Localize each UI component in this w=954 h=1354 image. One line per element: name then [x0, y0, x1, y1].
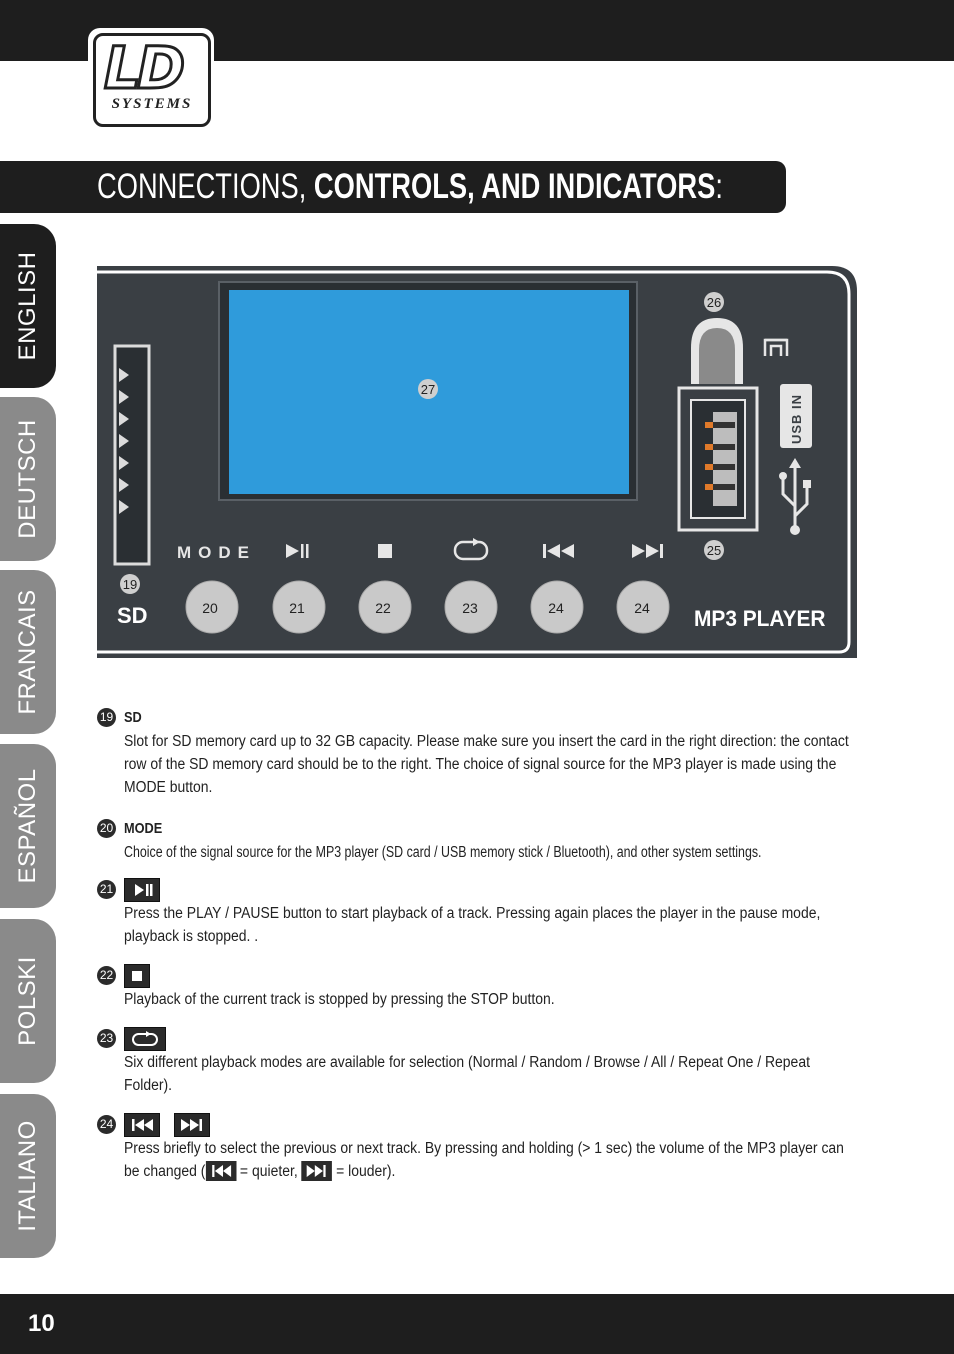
item-number: 22: [97, 966, 116, 985]
bottom-bar: [0, 1294, 954, 1354]
button-number: 21: [289, 600, 305, 616]
control-descriptions: 19 SD Slot for SD memory card up to 32 G…: [97, 706, 867, 1197]
item-text: Choice of the signal source for the MP3 …: [124, 844, 762, 861]
tab-deutsch[interactable]: DEUTSCH: [0, 397, 56, 561]
next-icon: [301, 1160, 333, 1181]
play-pause-icon: [124, 878, 160, 903]
item-number: 19: [97, 708, 116, 727]
item-text: Press the PLAY / PAUSE button to start p…: [124, 905, 821, 945]
tab-espanol[interactable]: ESPAÑOL: [0, 744, 56, 908]
list-item: 19 SD Slot for SD memory card up to 32 G…: [97, 706, 867, 799]
svg-text:26: 26: [707, 295, 721, 310]
item-title: SD: [124, 709, 142, 726]
button-number: 24: [548, 600, 564, 616]
repeat-icon: [124, 1027, 166, 1052]
stop-icon: [124, 964, 150, 989]
item-number: 24: [97, 1115, 116, 1134]
svg-text:25: 25: [707, 543, 721, 558]
usb-symbol-icon: [781, 466, 809, 528]
next-panel-icon: [632, 544, 663, 558]
page-number: 10: [28, 1310, 55, 1337]
panel-buttons: [185, 580, 670, 634]
item-text: Six different playback modes are availab…: [124, 1054, 810, 1094]
usb-port-symbol-icon: [763, 338, 789, 356]
usb-in-label-box: [780, 384, 812, 448]
item-number: 23: [97, 1029, 116, 1048]
usb-in-label: USB IN: [789, 394, 804, 444]
tab-polski[interactable]: POLSKI: [0, 919, 56, 1083]
button-number: 22: [375, 600, 391, 616]
item-number: 20: [97, 819, 116, 838]
sd-slot: [113, 344, 151, 566]
page-title: CONNECTIONS, CONTROLS, AND INDICATORS:: [97, 167, 723, 206]
tab-english[interactable]: ENGLISH: [0, 224, 56, 388]
stop-panel-icon: [378, 544, 392, 558]
button-number: 23: [462, 600, 478, 616]
item-text: Slot for SD memory card up to 32 GB capa…: [124, 733, 849, 796]
button-number: 20: [202, 600, 218, 616]
previous-icon: [205, 1160, 237, 1181]
item-title: MODE: [124, 820, 163, 837]
mp3-player-label: MP3 PLAYER: [694, 607, 826, 632]
list-item: 23 Six different playback modes are avai…: [97, 1027, 867, 1097]
list-item: 21 Press the PLAY / PAUSE button to star…: [97, 878, 867, 948]
title-bar: [0, 161, 786, 213]
previous-panel-icon: [543, 544, 574, 558]
sd-label: SD: [117, 603, 148, 628]
tab-italiano[interactable]: ITALIANO: [0, 1094, 56, 1258]
play-pause-panel-icon: [286, 544, 309, 558]
svg-text:19: 19: [123, 577, 137, 592]
previous-icon: [124, 1113, 160, 1138]
mp3-player-panel: 27 19 SD 26 25 USB IN MODE: [97, 266, 857, 658]
repeat-panel-icon: [453, 538, 489, 561]
item-text: Playback of the current track is stopped…: [124, 991, 555, 1008]
next-icon: [174, 1113, 211, 1138]
ld-systems-logo: LD SYSTEMS: [88, 28, 214, 128]
list-item: 22 Playback of the current track is stop…: [97, 964, 867, 1011]
list-item: 24 Press briefly to select the previous …: [97, 1113, 867, 1183]
mode-label: MODE: [177, 543, 256, 562]
item-number: 21: [97, 880, 116, 899]
item-text: Press briefly to select the previous or …: [124, 1140, 844, 1181]
button-number: 24: [634, 600, 650, 616]
list-item: 20 MODE Choice of the signal source for …: [97, 817, 867, 864]
tab-francais[interactable]: FRANCAIS: [0, 570, 56, 734]
display-number: 27: [421, 382, 435, 397]
